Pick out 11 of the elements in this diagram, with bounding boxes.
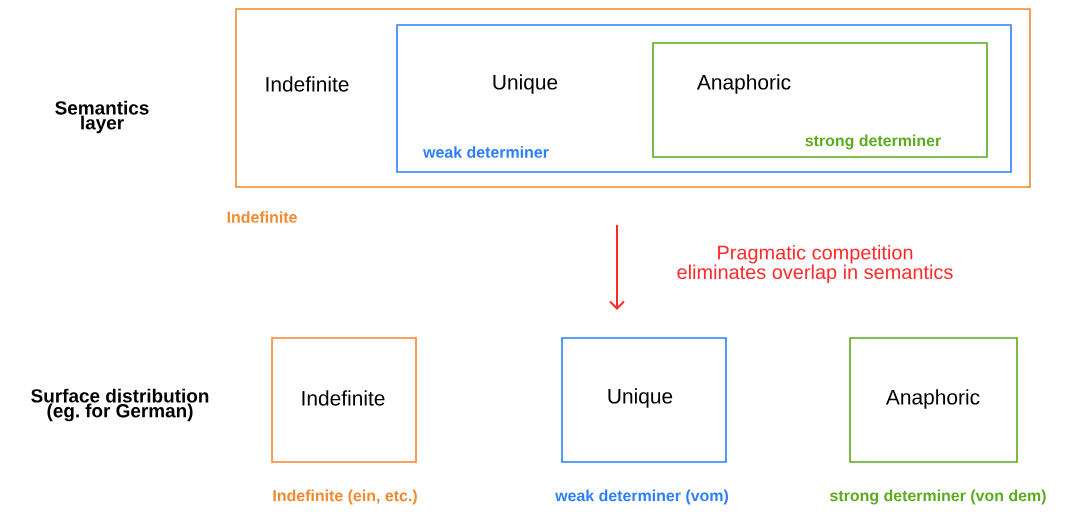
layer-label: Semantics layer bbox=[55, 100, 149, 134]
category-box: Anaphoric bbox=[849, 337, 1018, 463]
box-caption: Indefinite bbox=[227, 211, 297, 223]
box-caption: Indefinite (ein, etc.) bbox=[273, 489, 417, 505]
group-box: Anaphoric strong determiner bbox=[652, 42, 988, 158]
layer-label: Surface distribution (eg. for German) bbox=[31, 388, 209, 422]
category-box: Unique bbox=[561, 337, 727, 463]
box-caption: weak determiner (vom) bbox=[555, 489, 728, 505]
category-box: Indefinite bbox=[271, 337, 417, 463]
arrow-label: Pragmatic competition eliminates overlap in semantics bbox=[677, 244, 953, 284]
box-caption: strong determiner (von dem) bbox=[830, 489, 1046, 505]
